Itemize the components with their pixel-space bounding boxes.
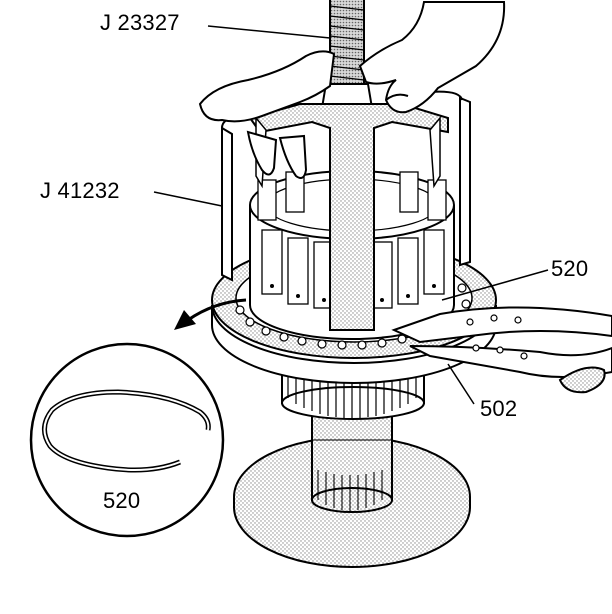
callout-j23327: J 23327 <box>100 10 180 35</box>
detail-inset <box>29 342 225 538</box>
callout-520-detail: 520 <box>103 488 141 513</box>
snap-ring-pliers <box>391 306 612 394</box>
technician-hands <box>198 0 506 179</box>
callout-j41232: J 41232 <box>40 178 120 203</box>
leader-lines <box>153 25 549 405</box>
callout-520-installed: 520 <box>551 256 589 281</box>
j41232-fixture-frame <box>221 90 471 282</box>
snap-ring-detail <box>42 389 211 473</box>
callout-502: 502 <box>480 396 518 421</box>
curved-arrow-left-icon <box>174 298 247 330</box>
